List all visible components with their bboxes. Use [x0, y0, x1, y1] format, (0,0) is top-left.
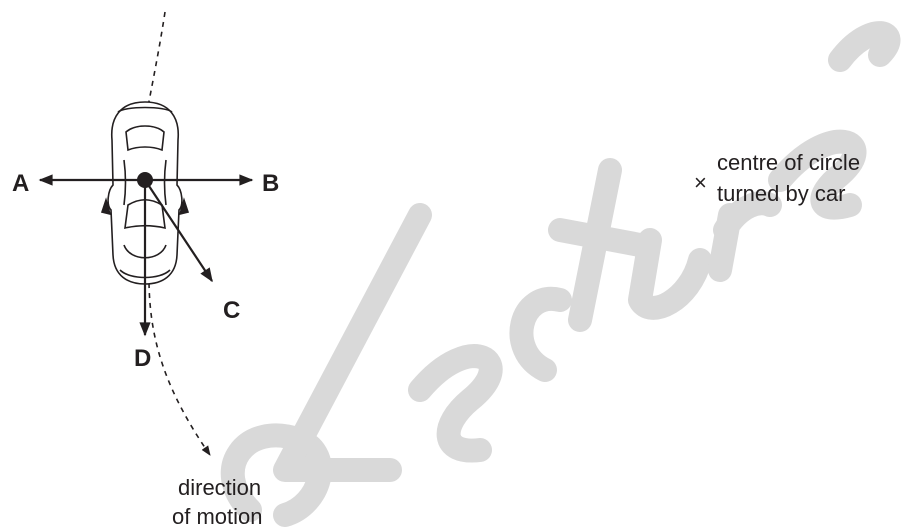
centre-cross-icon: ×: [694, 170, 707, 195]
watermark-l: [273, 203, 432, 482]
centre-label-line2: turned by car: [717, 181, 845, 206]
label-a: A: [12, 170, 29, 197]
watermark-c: [509, 286, 572, 382]
centre-label-line1: centre of circle: [717, 150, 860, 175]
watermark-e3: [828, 21, 901, 72]
motion-label-line1: direction: [178, 475, 261, 500]
watermark-r: [708, 191, 782, 282]
watermark-u: [628, 228, 712, 320]
centre-of-mass-dot: [137, 172, 153, 188]
circular-path-upper: [146, 11, 166, 113]
label-b: B: [262, 170, 279, 197]
watermark-e: [408, 344, 503, 463]
watermark-t: [548, 158, 652, 332]
label-d: D: [134, 345, 151, 372]
label-c: C: [223, 297, 240, 324]
watermark-e2: [768, 129, 867, 220]
arrow-c: [144, 179, 213, 283]
force-arrows: [38, 174, 254, 337]
motion-label-line2: of motion: [172, 504, 263, 529]
watermark: [220, 21, 901, 527]
circular-path-lower: [148, 282, 211, 456]
